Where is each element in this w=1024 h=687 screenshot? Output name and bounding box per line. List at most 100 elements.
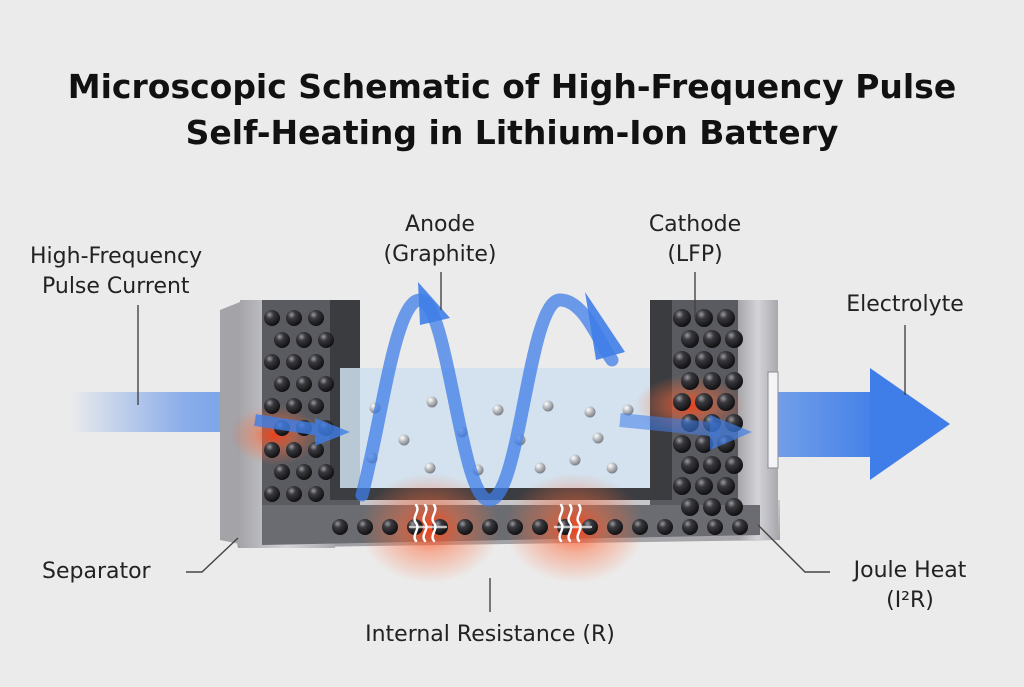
cathode-particle	[673, 393, 691, 411]
resistance-particle	[632, 519, 648, 535]
electrolyte-ion	[622, 404, 634, 416]
cathode-particle	[673, 309, 691, 327]
cathode-particle	[673, 435, 691, 453]
label-cathode: Cathode (LFP)	[625, 210, 765, 270]
cathode-particle	[673, 477, 691, 495]
anode-particle	[308, 310, 324, 326]
output-current-arrow	[775, 368, 950, 480]
separator-casing	[220, 300, 245, 545]
label-anode-line2: (Graphite)	[383, 242, 497, 267]
resistance-particle	[532, 519, 548, 535]
wave-arrowhead-1	[418, 282, 450, 325]
label-electrolyte: Electrolyte	[825, 290, 985, 320]
label-separator-text: Separator	[42, 559, 151, 584]
cathode-particle	[695, 351, 713, 369]
cathode-particle	[725, 456, 743, 474]
leader-lines	[137, 272, 906, 612]
anode-particle	[286, 398, 302, 414]
resistance-particle	[657, 519, 673, 535]
cathode-particle	[725, 372, 743, 390]
cathode-particle	[695, 435, 713, 453]
label-pulse-current-line1: High-Frequency	[30, 244, 203, 269]
label-internal-resistance: Internal Resistance (R)	[310, 620, 670, 650]
cathode-particle	[703, 456, 721, 474]
anode-particle	[286, 442, 302, 458]
cathode-particle	[717, 477, 735, 495]
label-pulse-current-line2: Pulse Current	[42, 274, 190, 299]
anode-particle	[274, 464, 290, 480]
pulse-wave	[355, 282, 625, 507]
label-joule-heat-line1: Joule Heat	[853, 558, 967, 583]
anode-particle	[296, 332, 312, 348]
electrolyte-channel	[340, 368, 660, 495]
label-pulse-current: High-Frequency Pulse Current	[30, 242, 202, 302]
anode-particle	[296, 464, 312, 480]
cathode-particle	[717, 351, 735, 369]
cathode-particle	[703, 330, 721, 348]
resistance-particle	[382, 519, 398, 535]
anode-particle	[318, 376, 334, 392]
internal-current-arrows	[254, 413, 752, 450]
cathode-particle	[681, 498, 699, 516]
electrolyte-ion	[398, 434, 410, 446]
label-cathode-line2: (LFP)	[667, 242, 723, 267]
electrolyte-ion	[426, 396, 438, 408]
anode-particle	[308, 398, 324, 414]
electrolyte-ion	[569, 454, 581, 466]
anode-particle	[264, 354, 280, 370]
anode-particle	[286, 310, 302, 326]
wave-arrowhead-2	[585, 292, 625, 360]
anode-particle	[286, 354, 302, 370]
cathode-particle	[725, 498, 743, 516]
anode-particle	[274, 332, 290, 348]
anode-particle	[264, 442, 280, 458]
resistance-particle	[607, 519, 623, 535]
electrolyte-ion	[592, 432, 604, 444]
resistance-particle	[732, 519, 748, 535]
cathode-particle	[681, 330, 699, 348]
resistance-particle	[507, 519, 523, 535]
resistance-particle	[482, 519, 498, 535]
title-line-2: Self-Heating in Lithium-Ion Battery	[185, 113, 839, 152]
anode-particle	[296, 376, 312, 392]
electrolyte-ion	[542, 400, 554, 412]
label-joule-heat: Joule Heat (I²R)	[835, 556, 985, 616]
title-line-1: Microscopic Schematic of High-Frequency …	[67, 67, 957, 106]
anode-particle	[318, 332, 334, 348]
resistance-particle	[357, 519, 373, 535]
cathode-particle	[703, 372, 721, 390]
resistance-particle	[707, 519, 723, 535]
electrolyte-ion	[606, 462, 618, 474]
diagram-title: Microscopic Schematic of High-Frequency …	[0, 64, 1024, 156]
cathode-particle	[717, 393, 735, 411]
electrolyte-ion	[584, 406, 596, 418]
label-joule-heat-line2: (I²R)	[886, 588, 934, 613]
resistance-particle	[682, 519, 698, 535]
cathode-particle	[695, 393, 713, 411]
resistance-particle	[457, 519, 473, 535]
electrolyte-ion	[424, 462, 436, 474]
cathode-particle	[673, 351, 691, 369]
label-electrolyte-text: Electrolyte	[846, 292, 964, 317]
resistance-particle	[332, 519, 348, 535]
label-anode: Anode (Graphite)	[365, 210, 515, 270]
anode-particle	[308, 442, 324, 458]
label-internal-resistance-text: Internal Resistance (R)	[365, 622, 615, 647]
heat-waves-icon	[408, 503, 593, 543]
anode-particle	[264, 398, 280, 414]
anode-particle	[318, 464, 334, 480]
cathode-particle	[717, 309, 735, 327]
cathode-particle	[681, 456, 699, 474]
cathode-particle	[725, 330, 743, 348]
anode-particle	[274, 376, 290, 392]
cathode-particle	[681, 372, 699, 390]
electrolyte-ions	[366, 396, 634, 476]
cathode-particle	[703, 498, 721, 516]
cathode-particle	[695, 477, 713, 495]
label-anode-line1: Anode	[405, 212, 475, 237]
anode-particle	[286, 486, 302, 502]
anode-particle	[264, 486, 280, 502]
anode-particle	[264, 310, 280, 326]
cathode-particle	[695, 309, 713, 327]
